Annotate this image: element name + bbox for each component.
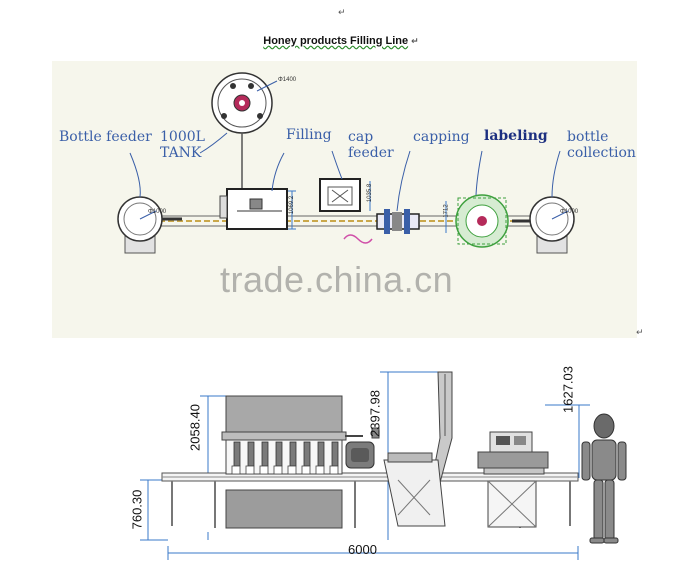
human-scale-figure [581,413,627,544]
dim-total-length: 6000 [348,542,377,557]
filling-nozzle [303,441,311,467]
elevation-view-svg [140,371,627,560]
filling-nozzle [261,441,269,467]
title-text: Honey products Filling Line [263,35,409,47]
label-filling: Filling [286,127,332,143]
feeder-turntable-plan [117,196,182,254]
conveyor-bottles [231,465,339,475]
conveyor-bottle [245,465,255,475]
dim-capper-height: 1627.03 [560,366,576,413]
title-paragraph-mark: ↵ [411,37,419,47]
conveyor-bottle [315,465,325,475]
end-paragraph-mark: ↵ [636,328,644,338]
conveyor-bottle [259,465,269,475]
filling-nozzle [247,441,255,467]
capping-machine-plan [376,209,420,234]
filling-nozzles [233,441,339,467]
label-cap-feeder: cap feeder [348,129,394,161]
label-tank: 1000L TANK [160,129,205,161]
label-bottle-collection: bottle collection [567,129,636,161]
dim-filler-height: 2058.40 [187,404,203,451]
top-paragraph-mark: ↵ [338,8,346,18]
cap-elevator [383,371,453,527]
capping-machine-elevation [477,431,549,528]
label-capping: capping [413,129,470,145]
dim-elevator-height: 2397.98 [367,390,383,437]
cap-sorter-unit [345,427,380,469]
conveyor-bottle [287,465,297,475]
cap-feeder-plan [319,178,373,244]
filling-machine-elevation [221,395,347,529]
filling-machine-plan [219,188,296,230]
filling-nozzle [275,441,283,467]
filling-nozzle [233,441,241,467]
dim-conveyor-height: 760.30 [129,489,145,530]
elevation-view-drawing: 2058.40 760.30 2397.98 1627.03 6000 [0,350,682,582]
labeling-height-dim: 1712 [443,204,450,218]
conveyor-bottle [273,465,283,475]
conveyor-bottle [231,465,241,475]
label-labeling: labeling [484,128,548,144]
collection-turntable-plan [529,196,575,254]
tank-plan [211,72,278,189]
labeling-machine-plan [445,194,530,248]
filling-height-dim: 1069.2 [289,195,296,215]
watermark: trade.china.cn [220,259,454,300]
plan-view-drawing: Φ1400 Φ1000 Φ1000 1069.2 1035.8 1712 Bot… [52,61,637,338]
plan-view-svg [117,72,575,254]
page-title: Honey products Filling Line ↵ [0,35,682,47]
leader-lines [129,132,561,212]
cap-feeder-height-dim: 1035.8 [367,183,374,203]
conveyor-bottle [329,465,339,475]
filling-nozzle [331,441,339,467]
collection-diameter-dim: Φ1000 [560,209,579,215]
label-bottle-feeder: Bottle feeder [59,129,152,145]
feeder-diameter-dim: Φ1000 [148,209,167,215]
conveyor-bottle [301,465,311,475]
filling-nozzle [317,441,325,467]
filling-nozzle [289,441,297,467]
tank-diameter-dim: Φ1400 [278,77,297,83]
